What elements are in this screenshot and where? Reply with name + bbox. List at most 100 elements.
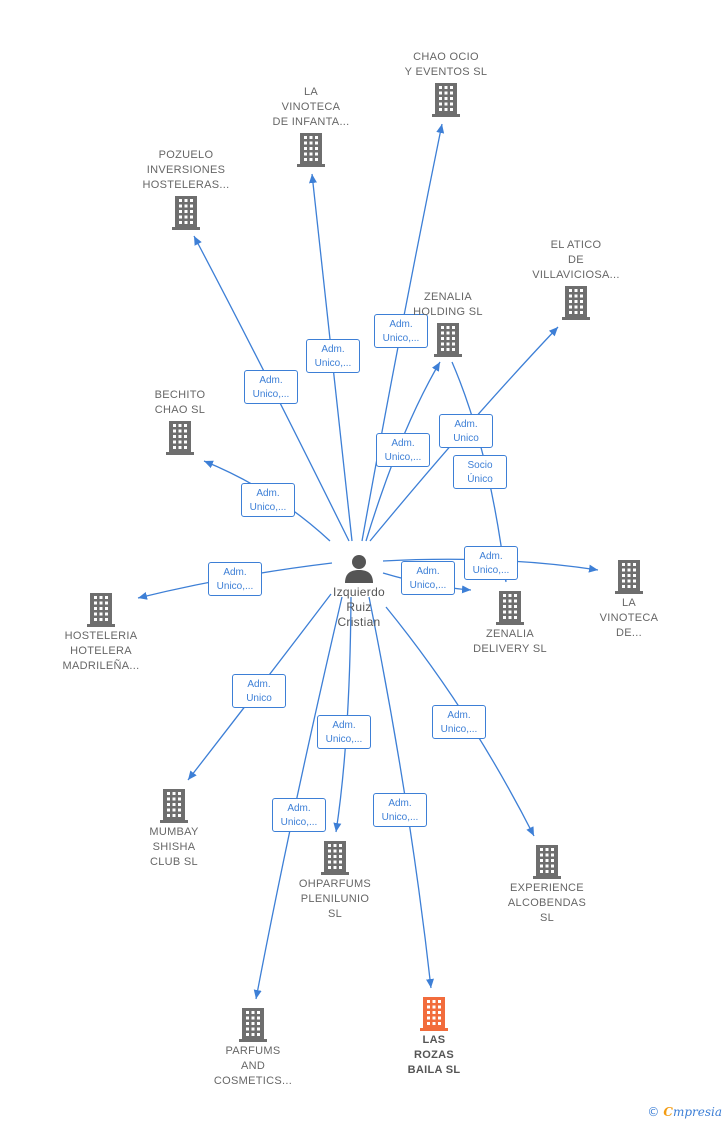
building-icon — [188, 1008, 318, 1042]
building-icon — [383, 323, 513, 357]
building-icon — [36, 593, 166, 627]
building-icon — [445, 591, 575, 625]
label-line: COSMETICS... — [213, 1075, 293, 1087]
edge-label-line: Unico,... — [440, 724, 478, 735]
label-line: Izquierdo — [332, 585, 386, 599]
person-icon — [294, 553, 424, 583]
label-line: HOTELERA — [70, 645, 132, 657]
building-icon — [511, 286, 641, 320]
edge-label-zenalia-delivery[interactable]: Adm. Unico,... — [401, 561, 455, 595]
edge-label-line: Adm. — [454, 419, 478, 430]
label-line: VILLAVICIOSA... — [532, 269, 620, 281]
label-line: ZENALIA — [486, 628, 534, 640]
label-line: ZENALIA — [424, 291, 472, 303]
label-line: ROZAS — [414, 1049, 454, 1061]
label-line: VINOTECA — [599, 612, 659, 624]
company-node-zenalia-holding[interactable]: ZENALIA HOLDING SL — [383, 290, 513, 357]
edge-label-zenalia-holding[interactable]: Adm.Unico,... — [376, 433, 430, 467]
edge-label-line: Adm. — [287, 803, 311, 814]
edge-label-line: Socio — [467, 460, 493, 471]
label-line: LA — [621, 597, 637, 609]
edge-label-line: Adm. — [479, 551, 503, 562]
edge-label-line: Adm. — [256, 488, 280, 499]
label-line: INVERSIONES — [146, 164, 226, 176]
label-line: Y EVENTOS SL — [404, 66, 488, 78]
edge-label-line: Unico,... — [314, 358, 352, 369]
label-line: AND — [240, 1060, 266, 1072]
company-name: ZENALIA HOLDING SL — [383, 290, 513, 320]
label-line: HOSTELERIA — [64, 630, 138, 642]
label-line: PARFUMS — [225, 1045, 281, 1057]
edge-label-pozuelo[interactable]: Adm.Unico,... — [244, 370, 298, 404]
edge-label-atico[interactable]: Adm. Unico — [439, 414, 493, 448]
label-line: Ruiz — [346, 600, 372, 614]
label-line: SL — [539, 912, 555, 924]
label-line: CHAO OCIO — [413, 51, 479, 63]
label-line: MADRILEÑA... — [62, 660, 140, 672]
label-line: CHAO SL — [154, 404, 206, 416]
edge-label-line: Unico,... — [472, 565, 510, 576]
company-node-chao-ocio[interactable]: CHAO OCIO Y EVENTOS SL — [381, 50, 511, 117]
building-icon — [109, 789, 239, 823]
edge-label-line: Adm. — [223, 567, 247, 578]
edge-label-line: Unico,... — [280, 817, 318, 828]
label-line: OHPARFUMS — [298, 878, 372, 890]
edge-label-line: Unico — [453, 433, 479, 444]
label-line: MUMBAY — [149, 826, 199, 838]
edge-label-las-rozas[interactable]: Adm.Unico,... — [373, 793, 427, 827]
edge-label-line: Unico,... — [252, 389, 290, 400]
edge-label-line: Unico,... — [216, 581, 254, 592]
brand-name: mpresia — [672, 1105, 722, 1119]
edge-label-line: Unico,... — [381, 812, 419, 823]
company-name: CHAO OCIO Y EVENTOS SL — [381, 50, 511, 80]
label-line: HOLDING SL — [413, 306, 483, 318]
edge-label-line: Adm. — [416, 566, 440, 577]
edge-label-parfums[interactable]: Adm. Unico,... — [272, 798, 326, 832]
label-line: Cristian — [337, 615, 381, 629]
company-node-mumbay[interactable]: MUMBAY SHISHA CLUB SL — [109, 789, 239, 870]
label-line: CLUB SL — [150, 856, 198, 868]
edge-label-vinoteca-infanta[interactable]: Adm.Unico,... — [306, 339, 360, 373]
edge-label-line: Adm. — [447, 710, 471, 721]
label-line: SHISHA — [152, 841, 196, 853]
label-line: HOSTELERAS... — [142, 179, 230, 191]
edge-label-line: Unico,... — [249, 502, 287, 513]
edge-label-mumbay[interactable]: Adm.Unico — [232, 674, 286, 708]
building-icon — [246, 133, 376, 167]
edge-label-ohparfums[interactable]: Adm. Unico,... — [317, 715, 371, 749]
building-icon — [121, 196, 251, 230]
company-node-hosteleria[interactable]: HOSTELERIA HOTELERA MADRILEÑA... — [36, 593, 166, 674]
edge-label-line: Único — [467, 474, 493, 485]
edge-label-vinoteca-de[interactable]: Adm. Unico,... — [464, 546, 518, 580]
edge-label-bechito[interactable]: Adm. Unico,... — [241, 483, 295, 517]
edge-label-line: Unico — [246, 693, 272, 704]
edge-label-experience[interactable]: Adm. Unico,... — [432, 705, 486, 739]
edge-label-line: Unico,... — [409, 580, 447, 591]
label-line: SL — [327, 908, 343, 920]
building-icon — [369, 997, 499, 1031]
edge-label-line: Adm. — [332, 720, 356, 731]
edge-label-hosteleria[interactable]: Adm. Unico,... — [208, 562, 262, 596]
label-line: DE — [568, 254, 584, 266]
edge-label-line: Unico,... — [325, 734, 363, 745]
company-node-parfums[interactable]: PARFUMS AND COSMETICS... — [188, 1008, 318, 1089]
edge-label-chao-ocio[interactable]: Adm.Unico,... — [374, 314, 428, 348]
